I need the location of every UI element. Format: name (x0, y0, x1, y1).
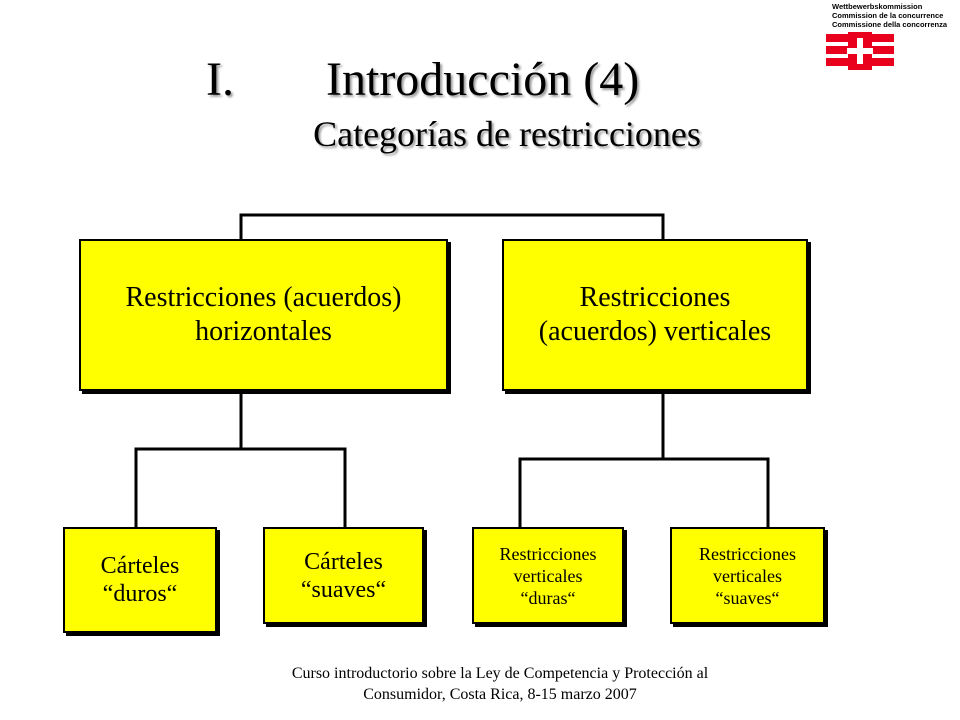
box-verticales-suaves-label: Restricciones verticales “suaves“ (699, 543, 796, 608)
logo-line-fr: Commission de la concurrence (832, 11, 944, 20)
box-vertical-restrictions: Restricciones (acuerdos) verticales (502, 239, 808, 391)
slide-title: I. Introducción (4) (0, 52, 960, 112)
logo-line-de: Wettbewerbskommission (832, 2, 923, 11)
box-verticales-duras: Restricciones verticales “duras“ (472, 527, 624, 624)
connector-right-branch (518, 457, 770, 528)
box-horizontal-label: Restricciones (acuerdos) horizontales (125, 282, 402, 347)
connector-top (239, 213, 665, 240)
box-verticales-duras-label: Restricciones verticales “duras“ (499, 543, 597, 608)
box-carteles-suaves-label: Cárteles “suaves“ (300, 548, 387, 603)
swiss-flag-icon (826, 32, 894, 70)
slide-subtitle: Categorías de restricciones (313, 114, 701, 154)
box-verticales-suaves: Restricciones verticales “suaves“ (670, 527, 825, 624)
connector-left-branch (134, 447, 347, 528)
box-vertical-label: Restricciones (acuerdos) verticales (538, 282, 772, 347)
title-number: I. (206, 53, 234, 106)
box-horizontal-restrictions: Restricciones (acuerdos) horizontales (79, 239, 448, 391)
footer-text: Curso introductorio sobre la Ley de Comp… (291, 665, 709, 703)
box-carteles-duros: Cárteles “duros“ (63, 527, 217, 633)
logo-text: Wettbewerbskommission Commission de la c… (832, 2, 947, 29)
title-text: Introducción (4) (326, 53, 640, 106)
logo: Wettbewerbskommission Commission de la c… (826, 2, 956, 70)
box-carteles-suaves: Cárteles “suaves“ (263, 527, 424, 624)
box-carteles-duros-label: Cárteles “duros“ (100, 553, 180, 607)
logo-line-it: Commissione della concorrenza (832, 20, 948, 29)
